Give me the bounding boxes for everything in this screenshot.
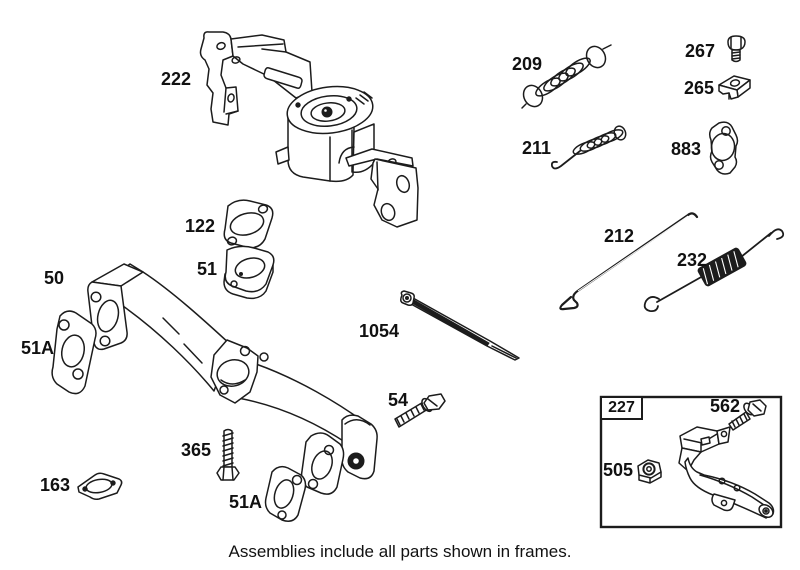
- part-label-232: 232: [677, 250, 708, 270]
- part-label-212: 212: [604, 226, 635, 246]
- link-rod-drawing: [559, 212, 699, 311]
- screw-365-drawing: [216, 428, 240, 481]
- gasket-883-drawing: [708, 121, 739, 175]
- nut-505-drawing: [637, 459, 662, 484]
- small-gasket-drawing: [77, 472, 123, 500]
- part-label-54: 54: [388, 390, 409, 410]
- part-label-51: 51: [197, 259, 218, 279]
- manifold-gasket-upper-drawing: [51, 310, 97, 395]
- part-label-163: 163: [40, 475, 71, 495]
- cable-tie-drawing: [400, 290, 520, 361]
- part-label-267: 267: [685, 41, 716, 61]
- part-label-265: 265: [684, 78, 715, 98]
- spring-209-drawing: [521, 44, 612, 109]
- part-label-222: 222: [161, 69, 192, 89]
- part-label-562: 562: [710, 396, 741, 416]
- carb-spacer-drawing: [223, 245, 275, 300]
- screw-562-drawing: [728, 399, 767, 431]
- part-label-211: 211: [522, 138, 552, 158]
- solenoid-bracket-assembly-drawing: [199, 31, 419, 228]
- part-label-50: 50: [44, 268, 65, 288]
- part-label-209: 209: [512, 54, 543, 74]
- part-label-51a-upper: 51A: [21, 338, 55, 358]
- part-label-883: 883: [671, 139, 702, 159]
- spring-211-drawing: [550, 125, 627, 170]
- spring-232-drawing: [643, 228, 785, 313]
- clip-265-drawing: [718, 75, 751, 100]
- part-label-1054: 1054: [359, 321, 400, 341]
- part-label-122: 122: [185, 216, 216, 236]
- carb-gasket-drawing: [223, 199, 274, 249]
- assembly-frame-227: [599, 395, 783, 529]
- part-label-365: 365: [181, 440, 212, 460]
- part-label-505: 505: [603, 460, 634, 480]
- part-label-51a-lower: 51A: [229, 492, 263, 512]
- intake-manifold-drawing: [87, 263, 378, 495]
- part-label-227: 227: [608, 399, 635, 416]
- caption: Assemblies include all parts shown in fr…: [228, 542, 572, 561]
- bolt-54-drawing: [394, 393, 446, 428]
- control-bracket-drawing: [678, 426, 775, 519]
- manifold-gasket-lower-drawing: [264, 465, 307, 522]
- screw-267-drawing: [727, 35, 746, 63]
- frame-label-box: 227: [600, 396, 643, 420]
